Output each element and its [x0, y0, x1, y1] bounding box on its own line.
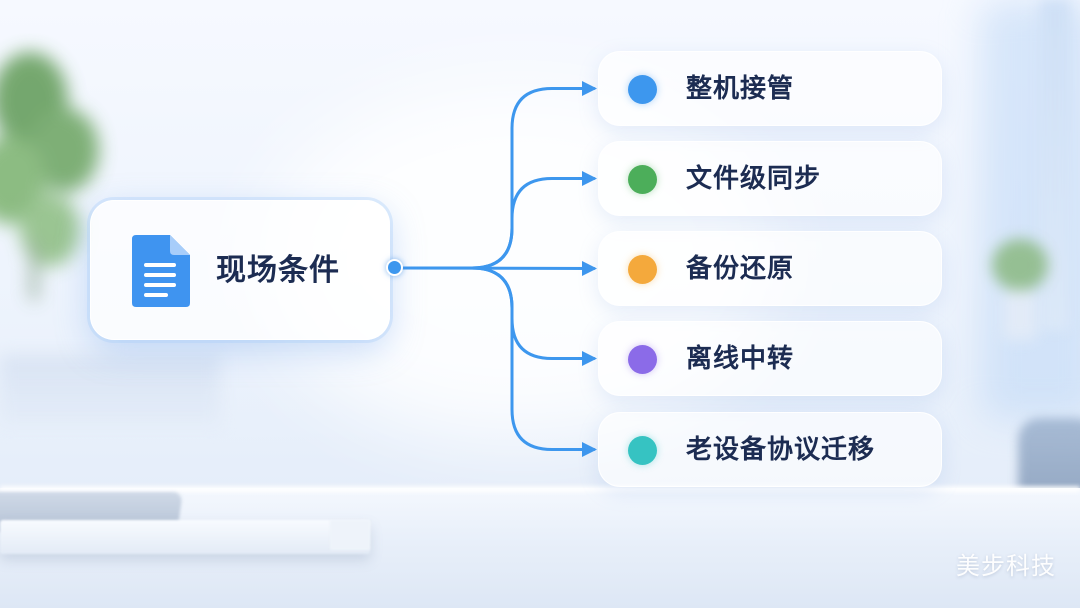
- status-dot-icon: [628, 165, 657, 194]
- status-dot-icon: [628, 436, 657, 465]
- notebook: [0, 520, 370, 554]
- status-dot-icon: [628, 255, 657, 284]
- option-card: 文件级同步: [598, 141, 942, 216]
- option-label: 离线中转: [686, 344, 795, 374]
- option-label: 整机接管: [686, 74, 795, 104]
- status-dot-icon: [628, 345, 657, 374]
- source-title: 现场条件: [216, 253, 340, 288]
- brand-watermark: 美步科技: [956, 552, 1056, 580]
- option-card: 整机接管: [598, 51, 942, 126]
- option-card: 离线中转: [598, 321, 942, 396]
- shelf-left: [0, 355, 220, 425]
- option-card: 老设备协议迁移: [598, 412, 942, 487]
- source-card: 现场条件: [90, 200, 390, 340]
- status-dot-icon: [628, 75, 657, 104]
- document-icon: [132, 235, 190, 307]
- plant-right-icon: [992, 239, 1048, 340]
- option-card: 备份还原: [598, 231, 942, 306]
- desk-edge: [0, 486, 1080, 492]
- option-label: 文件级同步: [686, 164, 822, 194]
- plant-left-icon: [0, 52, 99, 300]
- notebook-spine: [330, 520, 370, 550]
- option-label: 备份还原: [686, 254, 795, 284]
- option-label: 老设备协议迁移: [686, 435, 876, 465]
- connector-origin-dot: [386, 259, 403, 276]
